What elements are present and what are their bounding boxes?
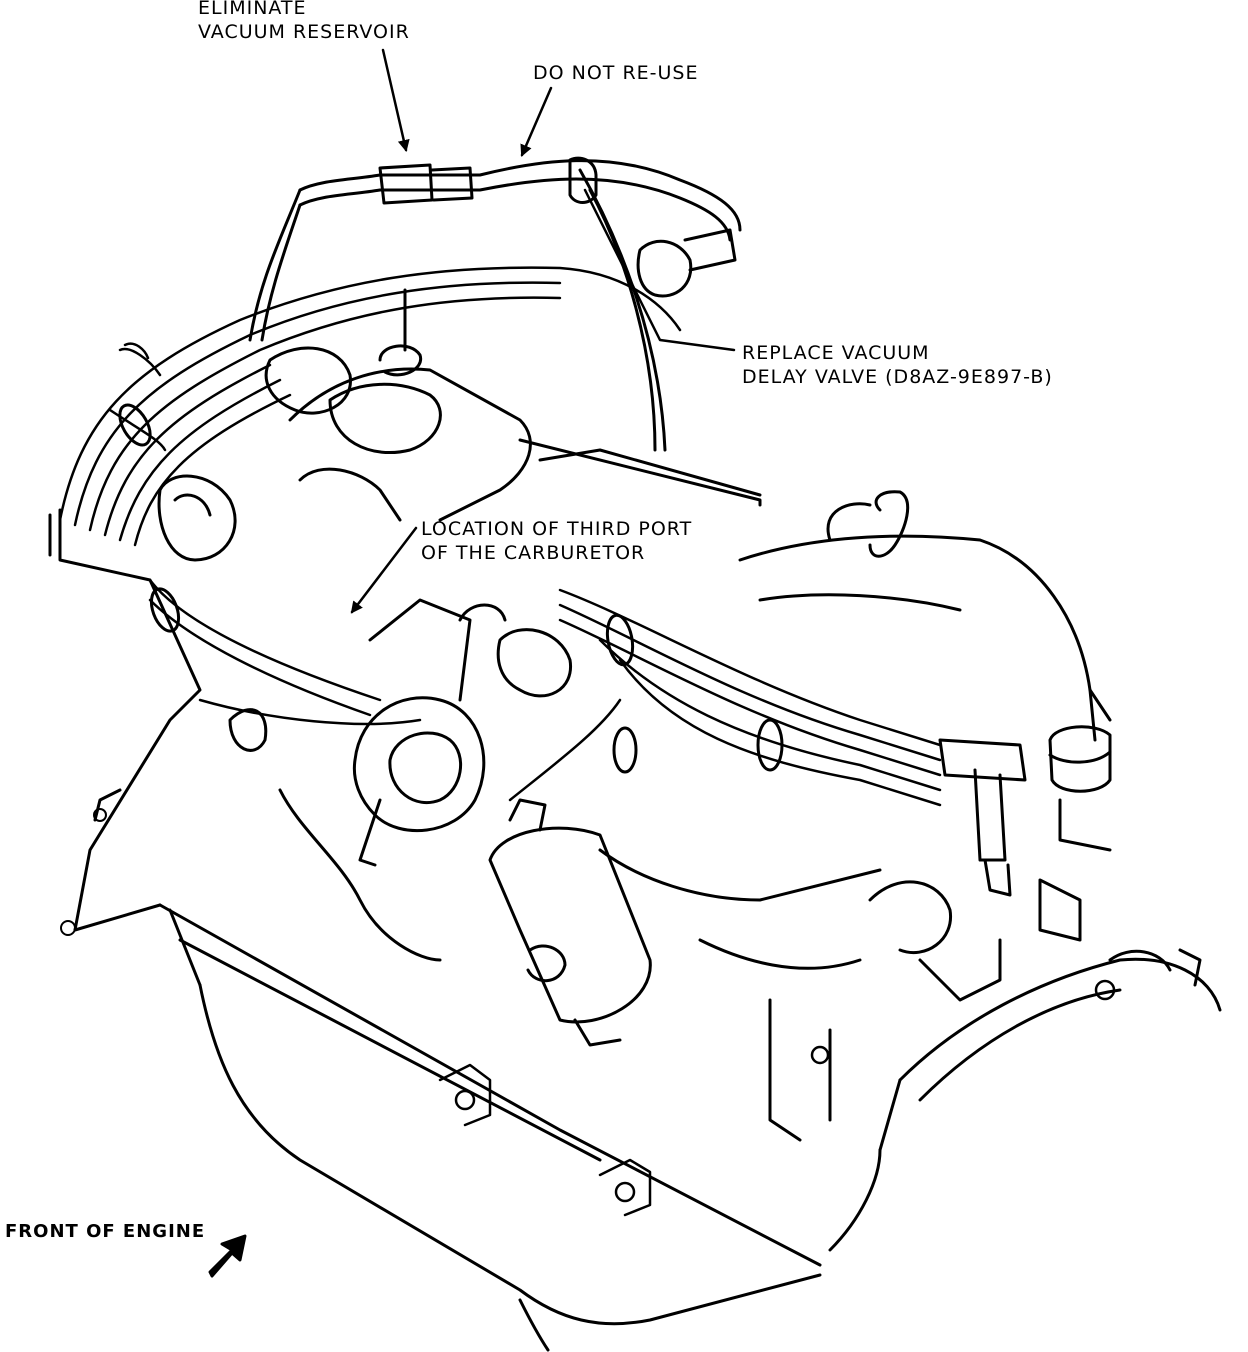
- valve-cover-right: [738, 490, 1112, 742]
- label-leader-lines: [350, 48, 736, 614]
- label-replace-delay-valve: REPLACE VACUUM DELAY VALVE (D8AZ-9E897-B…: [742, 341, 1053, 389]
- front-direction-arrow: [208, 1234, 247, 1278]
- air-pump: [157, 346, 352, 562]
- vacuum-reservoir: [378, 163, 474, 205]
- exhaust-manifold: [598, 848, 1002, 1142]
- vacuum-delay-valve: [568, 156, 598, 204]
- delay-valve-leader: [583, 188, 736, 352]
- label-do-not-reuse: DO NOT RE-USE: [533, 62, 699, 84]
- third-port-arrow: [350, 526, 418, 614]
- pan-bolts: [438, 1063, 652, 1217]
- vacuum-tee-fitting: [636, 228, 737, 298]
- oil-pan: [158, 903, 822, 1352]
- frame-crossmember: [828, 948, 1222, 1252]
- coolant-fitting: [1048, 725, 1112, 852]
- label-third-port-line1: LOCATION OF THIRD PORT: [421, 518, 693, 540]
- label-eliminate-vacuum-reservoir: ELIMINATE VACUUM RESERVOIR: [198, 0, 410, 44]
- front-pulley: [352, 598, 486, 867]
- label-third-port: LOCATION OF THIRD PORT OF THE CARBURETOR: [421, 517, 692, 565]
- label-delay-valve-line2: DELAY VALVE (D8AZ-9E897-B): [742, 366, 1053, 388]
- engine-block-left: [48, 508, 442, 962]
- label-delay-valve-line1: REPLACE VACUUM: [742, 342, 930, 364]
- label-reservoir-line2: VACUUM RESERVOIR: [198, 21, 410, 43]
- wire-clips: [118, 403, 784, 774]
- oil-filter: [488, 798, 652, 1047]
- do-not-reuse-arrow: [520, 86, 553, 157]
- intake-manifold: [288, 288, 762, 522]
- water-outlet: [458, 603, 572, 698]
- label-third-port-line2: OF THE CARBURETOR: [421, 542, 646, 564]
- wire-bracket: [938, 738, 1082, 942]
- label-front-of-engine: FRONT OF ENGINE: [5, 1221, 206, 1242]
- reservoir-arrow: [381, 48, 410, 152]
- label-reservoir-line1: ELIMINATE: [198, 0, 307, 19]
